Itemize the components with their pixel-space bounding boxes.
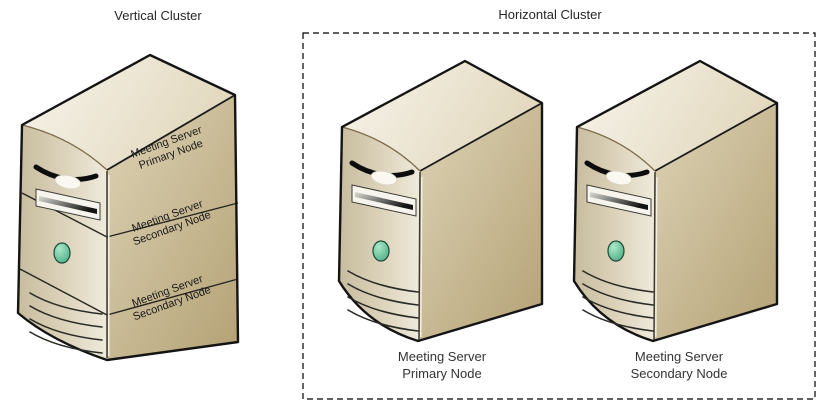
eject-button-icon bbox=[54, 174, 82, 190]
vent-lines-icon bbox=[29, 292, 103, 354]
top-face bbox=[342, 61, 542, 171]
vertical-cluster-title: Vertical Cluster bbox=[114, 8, 202, 23]
cd-drive-icon bbox=[35, 188, 101, 221]
caption-line: Primary Node bbox=[402, 365, 482, 381]
server-edges bbox=[337, 59, 544, 343]
server-tower-icon bbox=[337, 59, 544, 343]
cd-drive-icon bbox=[586, 184, 652, 217]
front-face bbox=[339, 127, 420, 341]
top-face bbox=[22, 55, 235, 170]
server-edges bbox=[16, 53, 240, 362]
power-button-icon bbox=[53, 242, 71, 264]
front-face bbox=[574, 127, 655, 341]
horizontal-primary-server bbox=[336, 59, 548, 351]
stacked-server-tower-icon bbox=[16, 53, 240, 362]
eject-button-icon bbox=[605, 170, 633, 186]
secondary-node-caption: Meeting Server Secondary Node bbox=[584, 349, 774, 383]
horizontal-secondary-server bbox=[571, 59, 783, 351]
server-faces bbox=[339, 61, 542, 341]
horizontal-cluster-boundary bbox=[302, 32, 816, 400]
cd-drive-icon bbox=[351, 184, 417, 217]
side-face bbox=[418, 103, 542, 341]
side-face bbox=[107, 95, 238, 360]
side-face bbox=[653, 103, 777, 341]
server-edges bbox=[572, 59, 779, 343]
dashed-border-rect bbox=[302, 32, 816, 400]
eject-button-icon bbox=[370, 170, 398, 186]
vertical-cluster-server: Meeting Server Primary Node Meeting Serv… bbox=[16, 53, 244, 367]
power-button-icon bbox=[607, 240, 625, 262]
vent-lines-icon bbox=[582, 270, 654, 332]
front-panel bbox=[347, 160, 419, 332]
caption-line: Meeting Server bbox=[397, 349, 487, 364]
front-panel bbox=[582, 160, 654, 332]
caption-line: Meeting Server bbox=[634, 349, 724, 364]
front-panel bbox=[29, 164, 103, 354]
top-face bbox=[577, 61, 777, 171]
primary-node-caption: Meeting Server Primary Node bbox=[347, 349, 537, 383]
horizontal-cluster-title: Horizontal Cluster bbox=[498, 7, 602, 22]
vent-lines-icon bbox=[347, 270, 419, 332]
power-button-icon bbox=[372, 240, 390, 262]
server-faces bbox=[574, 61, 777, 341]
server-tower-icon bbox=[572, 59, 779, 343]
caption-line: Secondary Node bbox=[630, 365, 728, 381]
